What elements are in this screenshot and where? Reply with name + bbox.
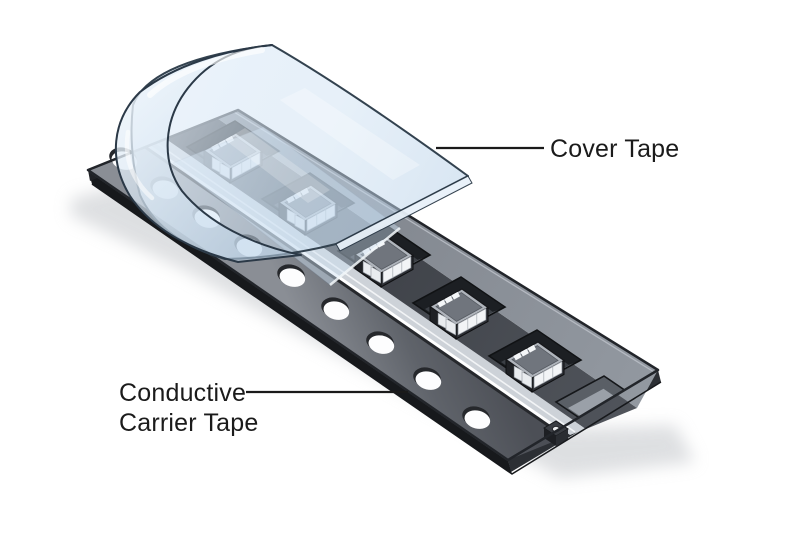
cover-tape-fold [114,44,302,263]
annotations: Cover Tape Conductive Carrier Tape [119,135,679,437]
cover-tape-sheen [280,88,420,180]
label-cover-tape: Cover Tape [550,135,679,163]
label-carrier-tape: Carrier Tape [119,409,259,437]
label-conductive: Conductive [119,379,246,407]
cover-tape-sheen [225,128,330,203]
tape-underside-outline [91,183,662,475]
cover-tape-sheet-edge [335,175,473,252]
cover-tape [114,44,473,286]
cover-tape-peel-line [329,227,401,286]
fold-highlight [124,129,155,201]
fold-highlight [147,47,265,98]
